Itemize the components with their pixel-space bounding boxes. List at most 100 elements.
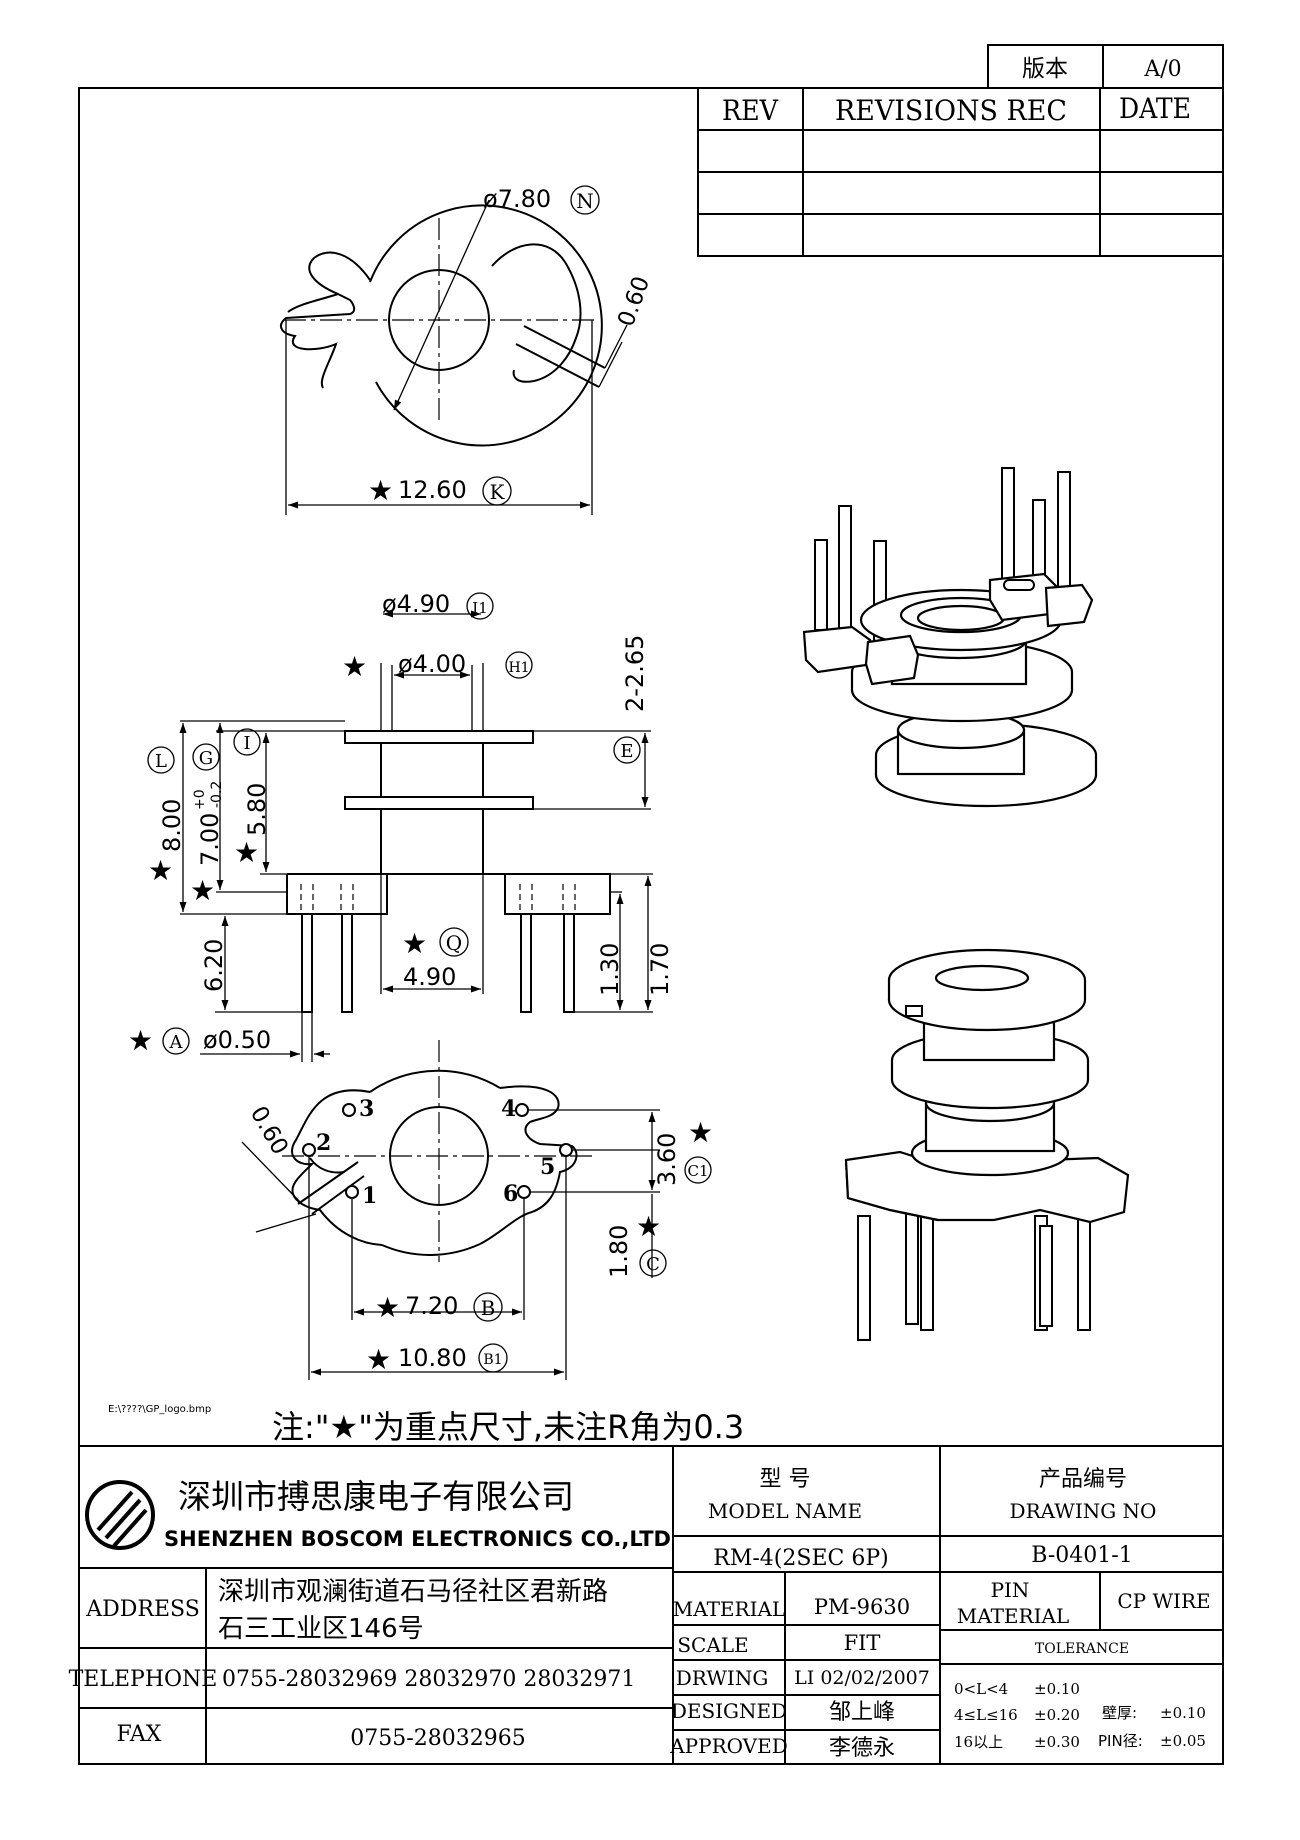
company-name-en: SHENZHEN BOSCOM ELECTRONICS CO.,LTD <box>164 1527 671 1551</box>
revisions-rec-header: REVISIONS REC <box>835 94 1067 127</box>
logo-path: E:\????\GP_logo.bmp <box>108 1404 211 1415</box>
pin-label-4: 4 <box>501 1096 516 1122</box>
scale-label: SCALE <box>677 1633 748 1657</box>
company-name-cn: 深圳市搏思康电子有限公司 <box>178 1477 574 1516</box>
top-width-value: 12.60 <box>398 476 467 504</box>
title-block: 深圳市搏思康电子有限公司 SHENZHEN BOSCOM ELECTRONICS… <box>69 1445 1223 1764</box>
material-label: MATERIAL <box>673 1597 785 1621</box>
address-line2: 石三工业区146号 <box>218 1614 424 1644</box>
pin-material-label-2: MATERIAL <box>957 1604 1069 1628</box>
star-icon: ★ <box>366 1343 391 1376</box>
bottom-b1-tag: B1 <box>483 1352 502 1368</box>
pin-label-5: 5 <box>540 1154 555 1180</box>
tol-val-2: ±0.20 <box>1034 1706 1080 1724</box>
star-icon: ★ <box>190 874 215 907</box>
bottom-b-value: 7.20 <box>405 1292 458 1320</box>
star-icon: ★ <box>402 927 427 960</box>
side-q-tag: Q <box>446 931 462 955</box>
side-a-tag: A <box>169 1032 184 1053</box>
bottom-c-value: 1.80 <box>605 1225 633 1278</box>
side-pin-len-value: 6.20 <box>200 939 228 992</box>
star-icon: ★ <box>342 650 367 683</box>
approved-value: 李德永 <box>829 1736 895 1761</box>
tol-wall-label: 壁厚: <box>1102 1704 1137 1722</box>
tol-pin-value: ±0.05 <box>1160 1732 1206 1750</box>
model-label-en: MODEL NAME <box>708 1499 862 1523</box>
tol-pin-label: PIN径: <box>1098 1732 1143 1750</box>
fax-label: FAX <box>117 1722 162 1747</box>
model-label-cn: 型 号 <box>760 1467 811 1492</box>
pin-label-2: 2 <box>316 1130 331 1156</box>
designed-label: DESIGNED <box>671 1699 787 1723</box>
address-label: ADDRESS <box>85 1597 200 1622</box>
side-l-tag: L <box>155 751 167 772</box>
top-gap-value: 0.60 <box>613 273 655 330</box>
pin-material-value: CP WIRE <box>1117 1589 1210 1613</box>
bottom-c1-tag: C1 <box>687 1162 708 1180</box>
scale-value: FIT <box>844 1631 881 1655</box>
drwing-label: DRWING <box>676 1666 769 1690</box>
tol-range-2: 4≤L≤16 <box>954 1706 1018 1724</box>
note-text: 注:"★"为重点尺寸,未注R角为0.3 <box>272 1408 744 1446</box>
company-logo-icon <box>85 1480 155 1550</box>
revisions-table: REV REVISIONS REC DATE <box>697 87 1224 257</box>
bottom-c1-value: 3.60 <box>653 1133 681 1186</box>
side-g-tol-lower: -0.2 <box>209 781 225 808</box>
bottom-c-tag: C <box>646 1254 660 1275</box>
drawing-no-label-cn: 产品编号 <box>1039 1467 1127 1492</box>
tolerance-title: TOLERANCE <box>1035 1641 1129 1657</box>
side-g-tag: G <box>199 748 213 769</box>
iso-view-pins-up <box>802 467 1098 808</box>
version-box: 版本 A/0 <box>987 44 1224 89</box>
side-outer-dia-tag: I1 <box>472 599 487 617</box>
approved-label: APPROVED <box>669 1734 788 1758</box>
date-header: DATE <box>1119 92 1191 125</box>
bottom-gap-value: 0.60 <box>245 1102 293 1159</box>
side-inner-dia-value: ø4.00 <box>398 650 466 678</box>
top-dia-tag: N <box>576 189 594 213</box>
star-icon: ★ <box>688 1116 713 1149</box>
top-width-tag: K <box>490 480 506 504</box>
side-outer-dia-value: ø4.90 <box>382 590 450 618</box>
drwing-value: LI 02/02/2007 <box>794 1667 930 1689</box>
bottom-view: 1 2 3 4 5 6 0.60 3.60 ★ C1 1.80 ★ C ★ 7.… <box>241 1040 713 1380</box>
side-pin-dia-value: ø0.50 <box>203 1026 271 1054</box>
version-value: A/0 <box>1143 57 1181 82</box>
tol-range-1: 0<L<4 <box>954 1680 1008 1698</box>
fax-value: 0755-28032965 <box>350 1726 525 1751</box>
side-130-value: 1.30 <box>596 943 624 996</box>
model-value: RM-4(2SEC 6P) <box>713 1546 888 1571</box>
bottom-b1-value: 10.80 <box>398 1344 467 1372</box>
side-view: ø4.90 I1 ø4.00 H1 ★ 2-2.65 E L G I 8.00 … <box>128 590 674 1062</box>
pin-label-1: 1 <box>362 1183 377 1209</box>
star-icon: ★ <box>368 474 393 507</box>
top-dia-value: ø7.80 <box>483 185 551 213</box>
material-value: PM-9630 <box>814 1595 910 1619</box>
designed-value: 邹上峰 <box>829 1700 895 1725</box>
side-e-tag: E <box>620 741 633 762</box>
tol-val-3: ±0.30 <box>1034 1733 1080 1751</box>
side-g-value: 7.00 <box>196 813 224 866</box>
side-total-value: 8.00 <box>158 799 186 852</box>
tol-wall-value: ±0.10 <box>1160 1704 1206 1722</box>
side-inner-dia-tag: H1 <box>508 660 529 676</box>
top-view: ø7.80 N 0.60 12.60 ★ K <box>280 185 655 515</box>
side-i-value: 5.80 <box>243 783 271 836</box>
side-slot-value: 2-2.65 <box>621 635 649 712</box>
iso-view-pins-down <box>844 948 1130 1341</box>
drawing-frame <box>78 87 1224 1765</box>
telephone-value: 0755-28032969 28032970 28032971 <box>222 1667 635 1692</box>
side-i-tag: I <box>243 733 250 754</box>
star-icon: ★ <box>148 854 173 887</box>
tol-range-3: 16以上 <box>954 1733 1003 1751</box>
star-icon: ★ <box>234 836 259 869</box>
pin-material-label-1: PIN <box>991 1578 1030 1602</box>
telephone-label: TELEPHONE <box>69 1667 218 1692</box>
pin-label-3: 3 <box>359 1096 374 1122</box>
side-170-value: 1.70 <box>646 943 674 996</box>
pin-label-6: 6 <box>503 1181 518 1207</box>
star-icon: ★ <box>375 1291 400 1324</box>
star-icon: ★ <box>128 1024 153 1057</box>
bottom-b-tag: B <box>481 1296 496 1320</box>
